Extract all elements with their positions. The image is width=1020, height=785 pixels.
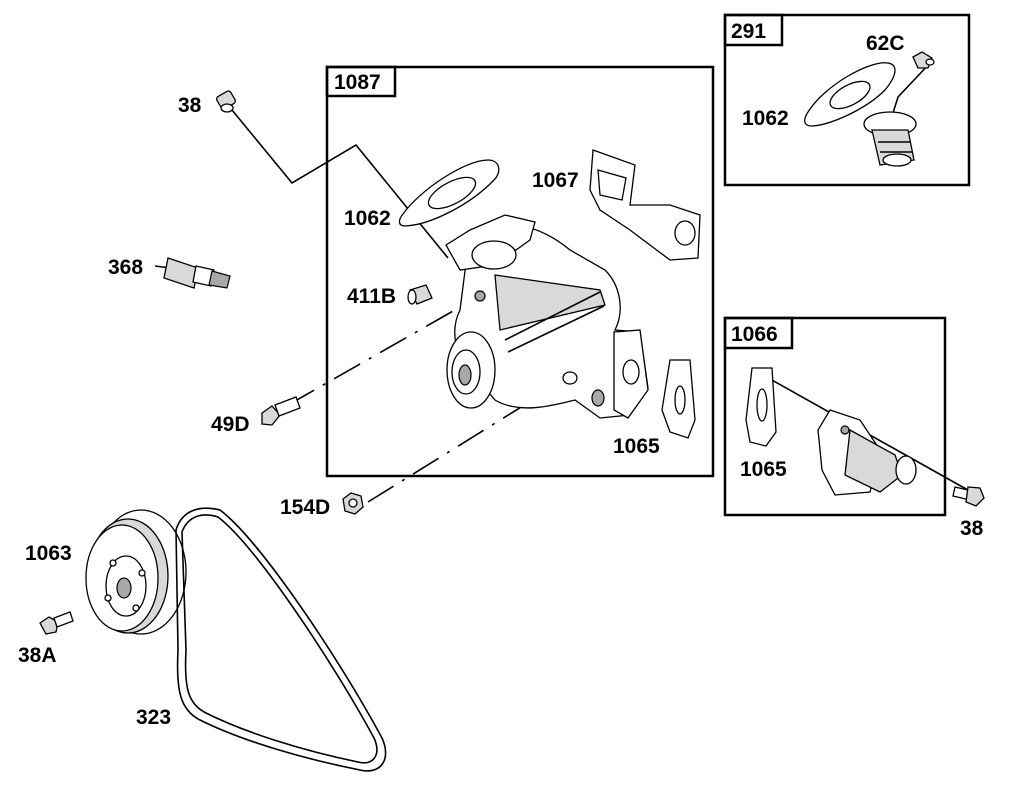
screw-38-outlet-label: 38 bbox=[960, 517, 984, 540]
bolt-38a-part: 38A bbox=[18, 611, 74, 667]
screw-62c-part: 62C bbox=[866, 32, 935, 69]
gasket-1062-thermostat-label: 1062 bbox=[742, 107, 789, 130]
sensor-368-label: 368 bbox=[108, 256, 143, 279]
nut-154d-part: 154D bbox=[280, 492, 364, 519]
bolt-38a-label: 38A bbox=[18, 644, 57, 667]
outlet-kit-box: 1066 bbox=[723, 316, 947, 517]
gasket-1062-pump-label: 1062 bbox=[344, 207, 391, 230]
gasket-1065-outlet-label: 1065 bbox=[740, 458, 787, 481]
pump-assembly-box: 1087 bbox=[325, 65, 715, 478]
gasket-1062-pump-part: 1062 bbox=[344, 159, 500, 230]
screw-62c-label: 62C bbox=[866, 32, 905, 55]
gasket-1067-label: 1067 bbox=[532, 169, 579, 192]
pump-assembly-box-title: 1087 bbox=[334, 71, 381, 94]
gasket-1062-thermostat-part: 1062 bbox=[742, 62, 896, 130]
thermostat-kit-box-title: 291 bbox=[731, 20, 766, 43]
gasket-1065-pump-part: 1065 bbox=[613, 359, 696, 458]
plug-411b-part: 411B bbox=[347, 284, 433, 308]
belt-323-part: 323 bbox=[136, 507, 387, 772]
thermostat-kit-box: 291 bbox=[723, 13, 971, 187]
screw-38-label: 38 bbox=[178, 94, 202, 117]
belt-323-label: 323 bbox=[136, 706, 171, 729]
thermostat-part bbox=[863, 111, 917, 167]
screw-38-part: 38 bbox=[178, 90, 236, 117]
outlet-housing-part bbox=[817, 409, 917, 496]
plug-411b-label: 411B bbox=[347, 285, 396, 308]
screw-38-outlet-part: 38 bbox=[952, 486, 985, 540]
pulley-1063-part: 1063 bbox=[25, 509, 187, 635]
outlet-kit-box-title: 1066 bbox=[731, 323, 778, 346]
gasket-1065-outlet-part: 1065 bbox=[740, 367, 787, 481]
gasket-1065-pump-label: 1065 bbox=[613, 435, 660, 458]
bolt-49d-part: 49D bbox=[211, 396, 301, 436]
pulley-1063-label: 1063 bbox=[25, 542, 72, 565]
nut-154d-label: 154D bbox=[280, 496, 330, 519]
gasket-1067-part: 1067 bbox=[532, 149, 701, 261]
water-pump-body-part bbox=[445, 214, 649, 419]
bolt-49d-label: 49D bbox=[211, 413, 250, 436]
temperature-sensor-368-part: 368 bbox=[108, 256, 231, 289]
